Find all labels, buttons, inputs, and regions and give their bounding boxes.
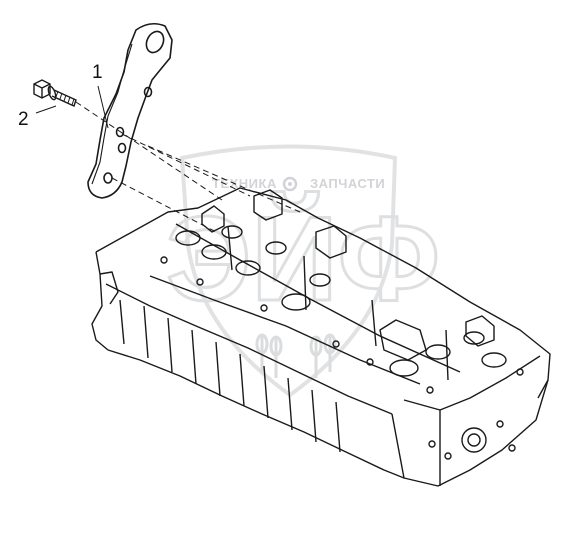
gear-icon [282, 176, 298, 192]
callout-1-leader [97, 85, 109, 129]
callout-1-label: 1 [92, 62, 103, 83]
watermark-left-text: ТЕХНИКА [212, 176, 277, 191]
watermark-right-text: ЗАПЧАСТИ [310, 176, 385, 191]
watermark-monogram: ЭЙФ [166, 190, 440, 326]
cylinder-head [91, 187, 551, 487]
watermark: ЭЙФ ТЕХНИКА ЗАПЧАСТИ [165, 144, 442, 398]
assembly-leaders [75, 101, 301, 233]
watermark-shield-outline [179, 144, 398, 398]
callout-2-label: 2 [18, 109, 29, 130]
bolt [33, 79, 77, 107]
lifting-bracket [87, 22, 173, 199]
callout-2-leader [35, 105, 57, 114]
watermark-wheat-icon [255, 333, 337, 378]
